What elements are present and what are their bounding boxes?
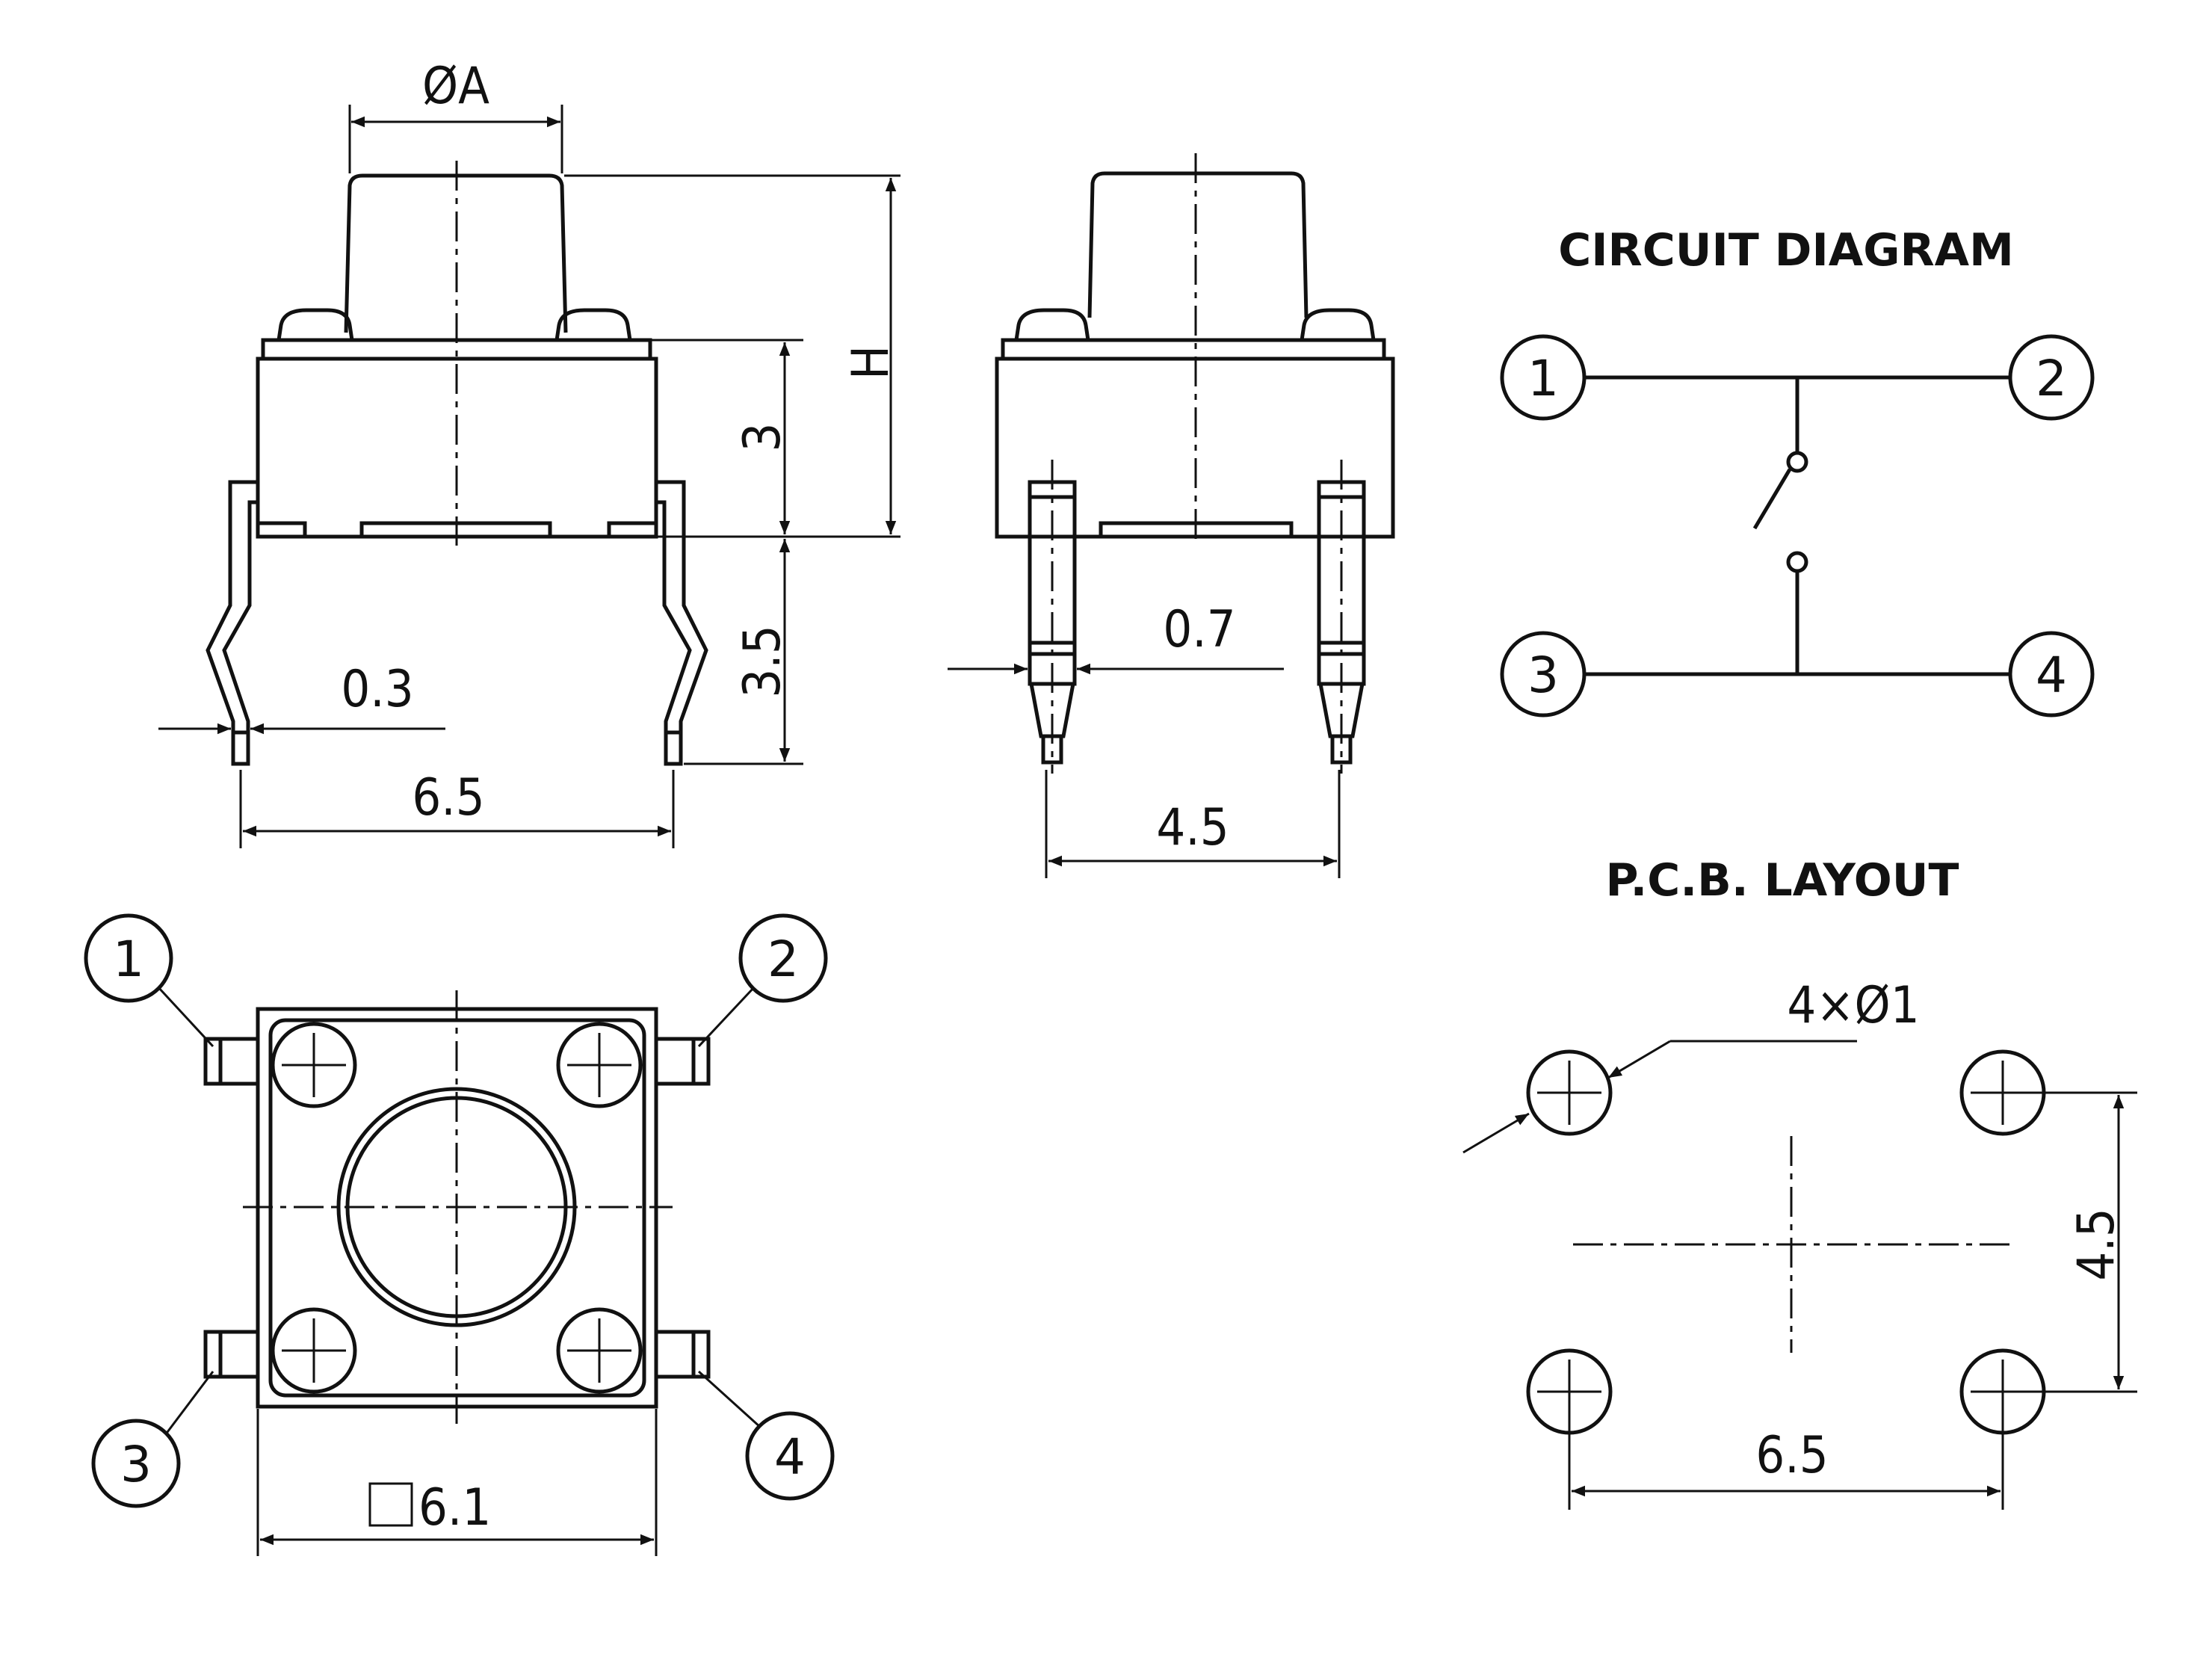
circuit-pin-1-marker	[1500, 334, 1587, 421]
pcb-pitch-horizontal: 6.5	[1755, 1426, 1828, 1485]
circuit-pin-4: 4	[2036, 647, 2067, 704]
pcb-heading: P.C.B. LAYOUT	[1606, 854, 1959, 907]
circuit-heading: CIRCUIT DIAGRAM	[1558, 224, 2014, 277]
pcb-pitch-vertical: 4.5	[2067, 1208, 2126, 1280]
dim-body-square: 6.1	[418, 1478, 491, 1537]
dim-pin-pitch: 4.5	[1156, 798, 1229, 857]
circuit-pin-3: 3	[1527, 647, 1559, 704]
dim-height-h: H	[841, 345, 900, 380]
circuit-pin-4-marker	[2008, 631, 2095, 718]
dim-body-height: 3	[733, 423, 792, 452]
dim-lead-span: 6.5	[412, 768, 484, 827]
side-view: 0.7 4.5	[948, 153, 1395, 878]
circuit-diagram: CIRCUIT DIAGRAM 1 2 3 4	[1500, 224, 2095, 718]
circuit-pin-2: 2	[2036, 350, 2067, 407]
circuit-pin-3-marker	[1500, 631, 1587, 718]
corner-post-tr	[556, 1022, 643, 1108]
corner-post-tl	[271, 1022, 357, 1108]
bottom-pin-3: 3	[120, 1436, 152, 1493]
dim-diameter-a: ØA	[422, 57, 489, 116]
dim-lead-length: 3.5	[733, 625, 792, 697]
front-view: ØA H 3 3.5 0.3 6.5	[158, 57, 900, 848]
corner-post-bl	[271, 1307, 357, 1394]
dim-lead-thickness: 0.3	[341, 660, 413, 719]
pcb-hole-tl	[1526, 1049, 1613, 1136]
circuit-pin-2-marker	[2008, 334, 2095, 421]
bottom-view: 1 2 3 4 6.1	[84, 913, 835, 1556]
corner-post-br	[556, 1307, 643, 1394]
bottom-pin-1: 1	[113, 931, 144, 988]
bottom-pin-2: 2	[767, 931, 799, 988]
bottom-pin-4: 4	[774, 1428, 806, 1486]
pcb-hole-spec: 4×Ø1	[1787, 976, 1919, 1035]
square-symbol	[368, 1482, 413, 1527]
circuit-pin-1: 1	[1527, 350, 1559, 407]
pcb-layout: P.C.B. LAYOUT 4×Ø1 4.5	[1462, 854, 2137, 1510]
dim-lead-width: 0.7	[1163, 600, 1235, 659]
